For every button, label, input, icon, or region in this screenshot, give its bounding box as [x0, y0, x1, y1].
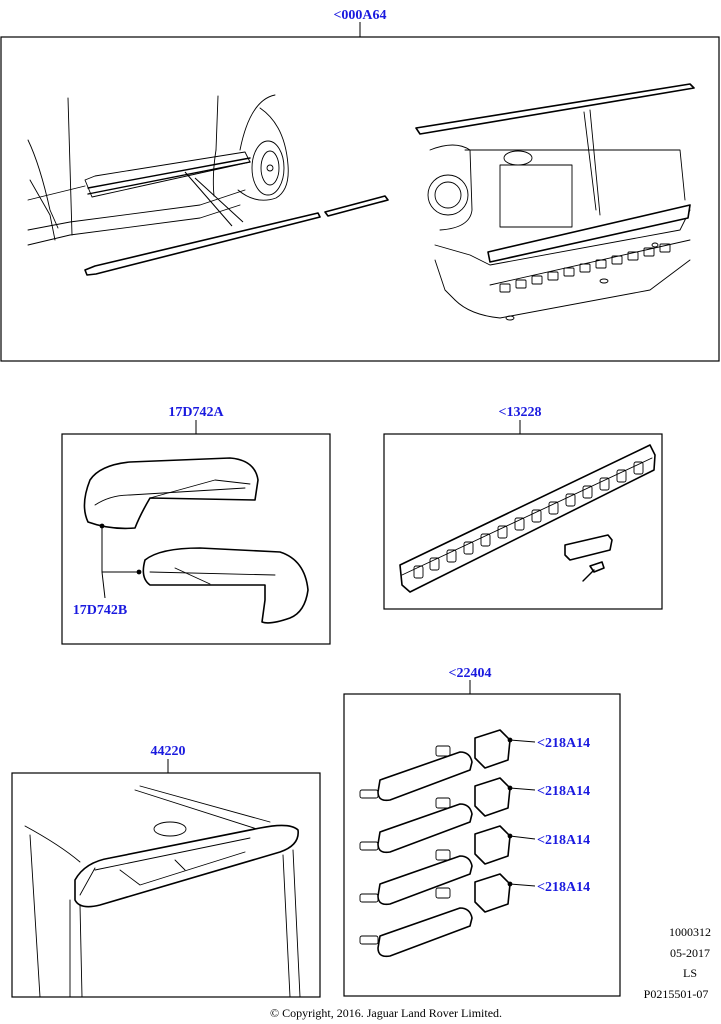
callout-side-mouldings[interactable]: <000A64: [333, 8, 386, 23]
callout-bumper-protector[interactable]: <13228: [499, 405, 542, 420]
drawing-meta: 1000312 05-2017 LS P0215501-07: [644, 925, 711, 1001]
callout-spoiler[interactable]: 44220: [151, 744, 186, 759]
tailgate-illustration: [427, 109, 691, 321]
mirror-cover-upper: [83, 457, 259, 530]
roof-spoiler: [74, 821, 299, 908]
tailgate-moulding-strip: [415, 83, 695, 135]
meta-line-1: 1000312: [669, 925, 711, 939]
mirror-cover-lower: [142, 547, 309, 624]
callout-mirror-cover-b[interactable]: 17D742B: [73, 603, 127, 618]
callout-handle-cap-3[interactable]: <218A14: [537, 833, 590, 848]
side-moulding-strip-long: [84, 212, 321, 276]
meta-line-2: 05-2017: [670, 946, 710, 960]
panel-door-handles: <22404 <218A14 <218A14 <218A14 <218A14: [343, 666, 621, 997]
protector-slot-row: [413, 461, 644, 579]
protector-cap: [564, 534, 613, 561]
door-handle-4: [359, 873, 511, 958]
callout-door-handles[interactable]: <22404: [449, 666, 492, 681]
panel-mirror-covers: 17D742A 17D742B: [61, 405, 331, 645]
door-handle-3: [359, 825, 511, 906]
copyright-notice: © Copyright, 2016. Jaguar Land Rover Lim…: [270, 1006, 502, 1020]
protector-screw: [582, 561, 605, 582]
panel-spoiler: 44220: [11, 744, 321, 998]
callout-handle-cap-1[interactable]: <218A14: [537, 736, 590, 751]
meta-line-4: P0215501-07: [644, 987, 709, 1001]
callout-handle-cap-2[interactable]: <218A14: [537, 784, 590, 799]
vehicle-roof-illustration: [24, 785, 301, 998]
vehicle-side-illustration: [27, 94, 289, 246]
meta-line-3: LS: [683, 966, 697, 980]
bumper-recess-row: [499, 243, 671, 293]
bumper-protector-plate: [399, 444, 656, 593]
side-moulding-strip-short: [324, 195, 389, 217]
callout-handle-cap-4[interactable]: <218A14: [537, 880, 590, 895]
callout-mirror-cover-a[interactable]: 17D742A: [168, 405, 224, 420]
door-handle-2: [359, 777, 511, 854]
door-handle-1: [359, 729, 511, 802]
panel-bumper-protector: <13228: [383, 405, 663, 610]
panel-side-mouldings: <000A64: [0, 8, 720, 362]
